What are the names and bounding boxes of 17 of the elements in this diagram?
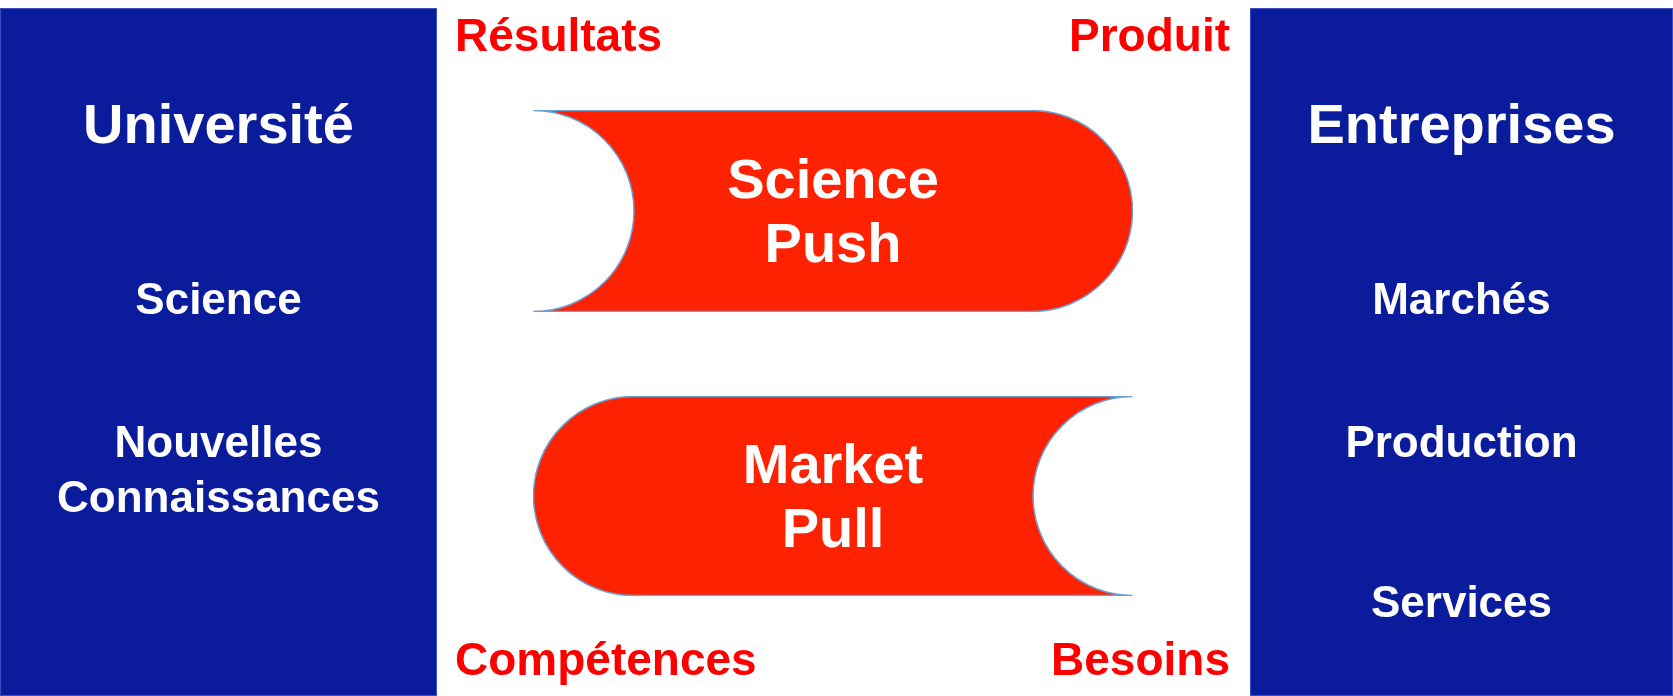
- panel-item: Marchés: [1371, 273, 1552, 325]
- curved-banner: [533, 110, 1133, 312]
- panel-item: Nouvelles Connaissances: [56, 416, 381, 523]
- column-panel: [1250, 8, 1673, 696]
- panel-item: Production: [1344, 416, 1579, 468]
- panel-item: Services: [1369, 576, 1554, 628]
- banner-text: Market Pull: [741, 431, 925, 561]
- curved-banner: [533, 396, 1133, 596]
- flow-label: Produit: [1068, 8, 1230, 63]
- flow-label: Besoins: [1050, 632, 1230, 687]
- flow-label: Résultats: [455, 8, 664, 63]
- banner-text: Science Push: [726, 146, 940, 276]
- panel-heading: Université: [82, 91, 355, 157]
- panel-item: Science: [134, 273, 303, 325]
- panel-heading: Entreprises: [1306, 91, 1617, 157]
- column-panel: [0, 8, 437, 696]
- flow-label: Compétences: [455, 632, 758, 687]
